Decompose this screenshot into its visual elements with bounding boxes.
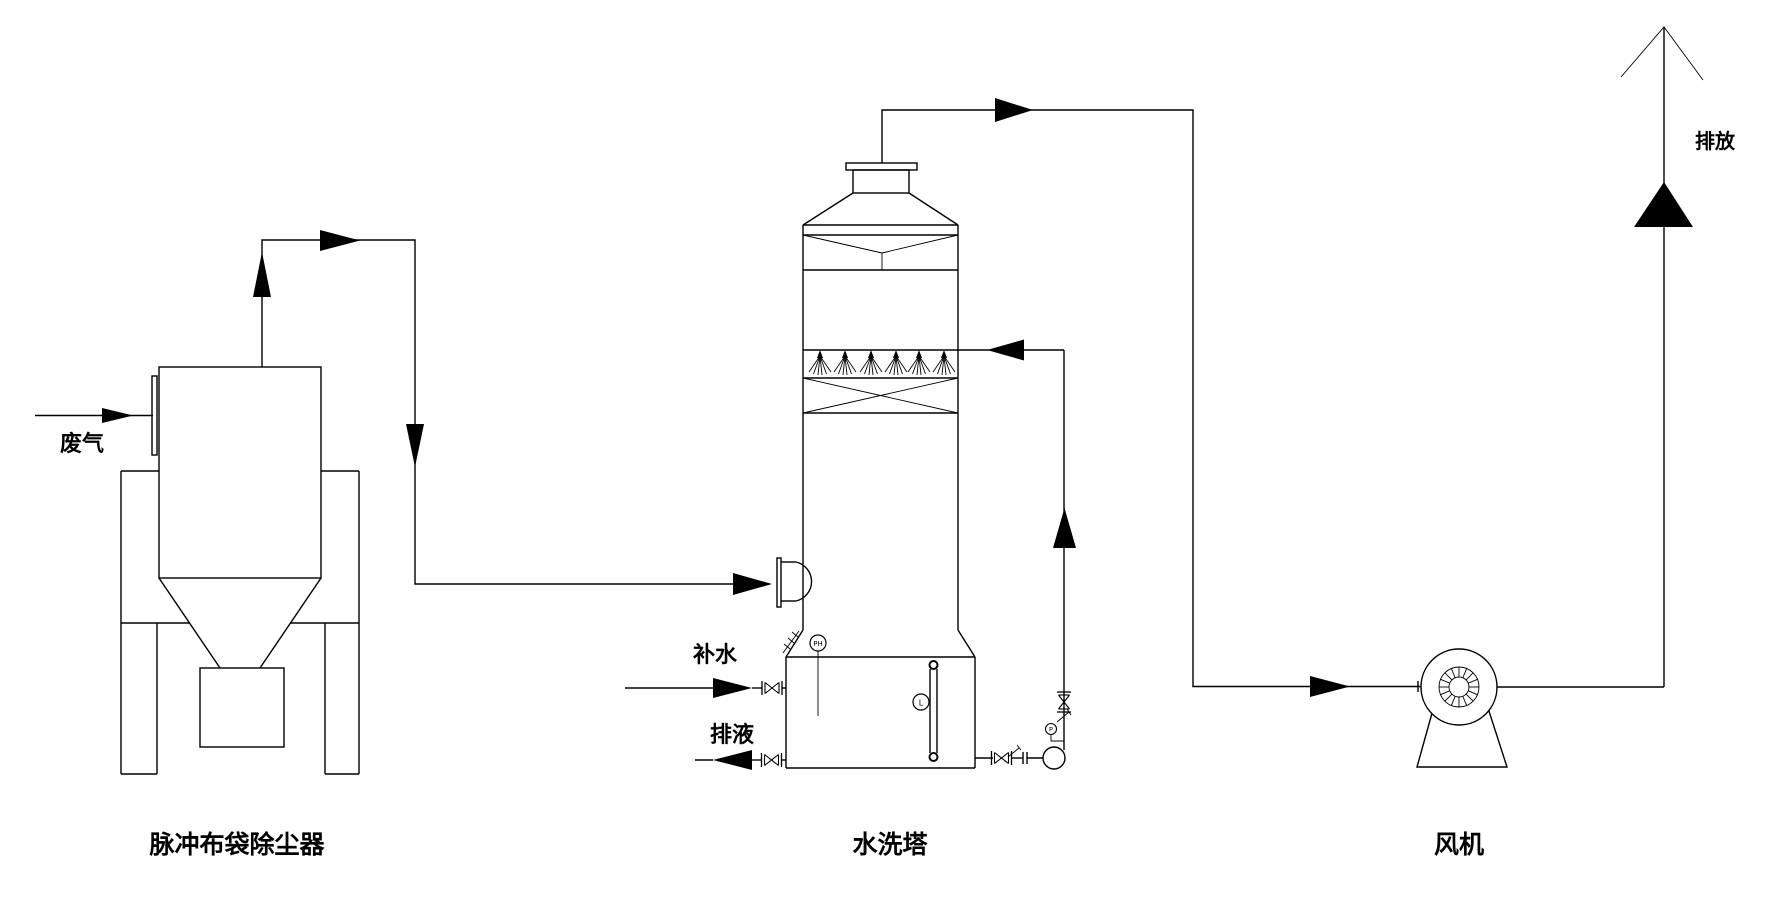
spray-nozzle-icon	[808, 349, 832, 376]
dust-collector-inlet-flange	[151, 375, 158, 456]
fan	[1416, 648, 1508, 768]
spray-nozzle-icon	[907, 349, 931, 376]
flow-arrow-right-icon	[713, 678, 752, 698]
makeup-valve-icon	[761, 680, 783, 696]
ph-meter: PH	[809, 634, 827, 716]
level-indicator: L	[912, 693, 930, 711]
dust-collector-label: 脉冲布袋除尘器	[148, 830, 325, 859]
pump-assembly: P	[975, 722, 1066, 770]
drain-label: 排液	[710, 722, 754, 748]
tower-to-fan-duct	[881, 98, 1421, 697]
dust-collector	[120, 366, 360, 775]
pressure-gauge-tag: P	[1049, 726, 1053, 734]
spray-nozzle-icon	[833, 349, 857, 376]
level-gauge	[928, 660, 939, 762]
fan-casing	[1420, 648, 1498, 726]
discharge-valve-icon	[1056, 691, 1072, 713]
support-stand-right	[290, 470, 360, 775]
flow-arrow-right-icon	[733, 573, 772, 595]
check-valve-icon	[1007, 747, 1020, 758]
spray-nozzle-icon	[932, 349, 956, 376]
flow-arrow-right-icon	[102, 408, 133, 423]
collector-to-tower-duct	[253, 230, 772, 595]
spray-nozzle-icon	[884, 349, 908, 376]
fan-label: 风机	[1434, 830, 1484, 859]
washing-tower: PH L	[776, 162, 976, 769]
flow-arrow-right-icon	[320, 230, 360, 251]
flow-arrow-up-icon	[1634, 182, 1693, 227]
tower-top-neck	[852, 169, 910, 194]
dust-bin	[199, 667, 285, 748]
drain-valve-icon	[760, 752, 783, 768]
tank-vent-port-icon	[782, 630, 800, 654]
flow-arrow-right-icon	[995, 98, 1033, 122]
demister-section	[802, 234, 959, 271]
flow-arrow-right-icon	[1310, 676, 1350, 697]
waste-gas-inlet-line	[35, 408, 153, 423]
makeup-water-line	[625, 678, 786, 698]
dust-collector-body	[158, 366, 322, 579]
pressure-gauge: P	[1044, 722, 1064, 742]
flow-arrow-up-icon	[1053, 508, 1076, 548]
waste-gas-label: 废气	[60, 431, 104, 457]
level-indicator-tag: L	[919, 699, 924, 708]
recirculation-line	[958, 339, 1076, 750]
discharge-label: 排放	[1695, 129, 1736, 153]
fan-outlet-stack-line	[1497, 26, 1704, 688]
tower-tank	[782, 629, 976, 769]
ph-meter-tag: PH	[813, 640, 823, 648]
spray-header	[803, 349, 958, 376]
spray-nozzle-icon	[859, 349, 883, 376]
flow-arrow-down-icon	[406, 424, 424, 467]
stack-open-arrowhead-icon	[1620, 26, 1704, 81]
tower-top-flange	[845, 162, 918, 171]
support-stand-left	[120, 470, 190, 775]
flow-arrow-left-icon	[713, 750, 752, 770]
washing-tower-label: 水洗塔	[852, 830, 928, 859]
pump-icon	[1042, 746, 1066, 770]
drain-line	[695, 750, 786, 770]
check-valve-icon	[1056, 711, 1070, 723]
tower-gas-inlet	[776, 557, 813, 608]
packing-section	[802, 377, 959, 414]
makeup-water-label: 补水	[692, 643, 738, 668]
suction-valve-icon	[990, 750, 1013, 766]
flow-arrow-up-icon	[253, 252, 271, 297]
flow-arrow-left-icon	[987, 339, 1024, 361]
